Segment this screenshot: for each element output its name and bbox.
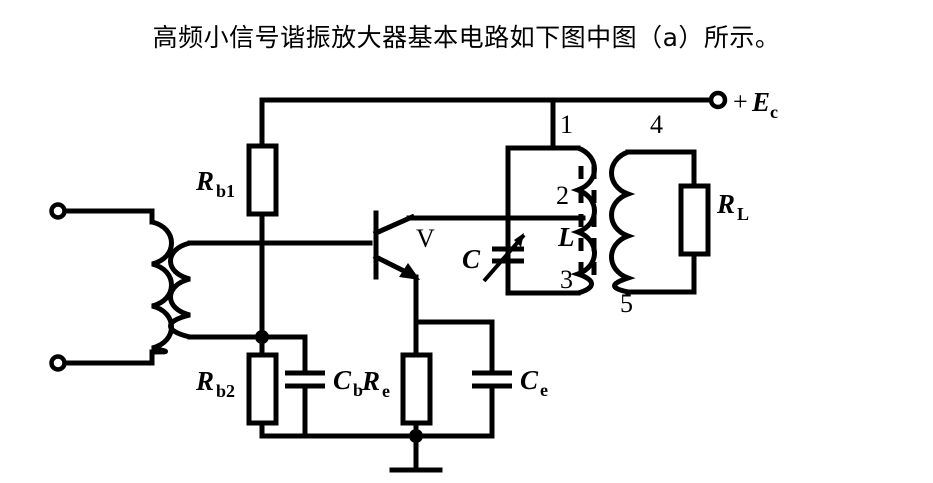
resistor-re-body — [400, 352, 433, 426]
ce-top-wire — [413, 319, 495, 376]
cap-ce-label-sub: e — [540, 380, 548, 400]
resistor-re-label-sub: e — [382, 381, 390, 401]
input-coil-secondary — [168, 240, 193, 340]
tap-label-2: 2 — [556, 181, 569, 210]
resistor-rl-label-main: R — [716, 189, 735, 219]
tank-secondary-coil — [609, 149, 636, 295]
cap-ctune-label-main: C — [462, 244, 481, 274]
base-rail-crossing — [261, 242, 263, 244]
resistor-rb1-body — [246, 143, 279, 217]
resistor-rb2-label-main: R — [195, 366, 214, 396]
input-lead-bottom — [62, 349, 155, 366]
resistor-re-label-main: R — [361, 366, 380, 396]
cap-ce-label-main: C — [520, 365, 539, 395]
cb-top-wire — [259, 334, 308, 376]
supply-terminal-circle[interactable] — [708, 90, 728, 110]
transistor-label: V — [416, 224, 435, 253]
cap-cb-label-main: C — [333, 365, 352, 395]
inductor-label: L — [557, 222, 575, 252]
tap-label-4: 4 — [650, 110, 663, 139]
resistor-rb2-body — [246, 352, 279, 426]
cap-ctune-variable-arrowhead — [514, 233, 524, 247]
supply-label-main: E — [751, 87, 770, 117]
transistor-collector-lead — [372, 213, 416, 237]
resistor-rb1-label-sub: b1 — [216, 181, 235, 201]
supply-label-plus: + — [733, 87, 748, 116]
tap-label-3: 3 — [560, 265, 573, 294]
resistor-rl-label-sub: L — [737, 204, 749, 224]
tap-label-5: 5 — [620, 289, 633, 318]
resistor-rb1-label-main: R — [195, 166, 214, 196]
supply-label-sub: c — [770, 102, 778, 122]
input-coil-primary — [149, 219, 174, 355]
resistor-rb2-label-sub: b2 — [216, 381, 235, 401]
cap-cb-label-sub: b — [353, 380, 363, 400]
resistor-rl-body — [678, 183, 711, 257]
page-title: 高频小信号谐振放大器基本电路如下图中图（a）所示。 — [152, 23, 781, 52]
tap-label-1: 1 — [560, 110, 573, 139]
input-lead-top — [62, 208, 155, 225]
